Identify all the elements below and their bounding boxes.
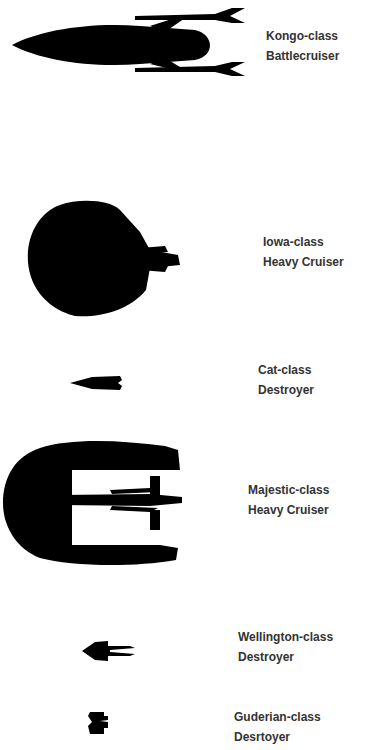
- ship-label: Guderian-class Desrtoyer: [234, 707, 352, 747]
- iowa-silhouette: [28, 201, 180, 316]
- cat-silhouette: [70, 376, 122, 390]
- guderian-silhouette: [88, 712, 108, 734]
- ship-label: Majestic-class Heavy Cruiser: [248, 480, 352, 520]
- ship-label: Wellington-class Destroyer: [238, 627, 356, 667]
- ship-label: Iowa-class Heavy Cruiser: [263, 232, 357, 272]
- majestic-silhouette: [3, 441, 182, 565]
- ship-label: Kongo-class Battlecruiser: [266, 26, 358, 66]
- kongo-silhouette: [12, 8, 245, 76]
- wellington-silhouette: [82, 641, 135, 661]
- ship-label: Cat-class Destroyer: [258, 360, 342, 400]
